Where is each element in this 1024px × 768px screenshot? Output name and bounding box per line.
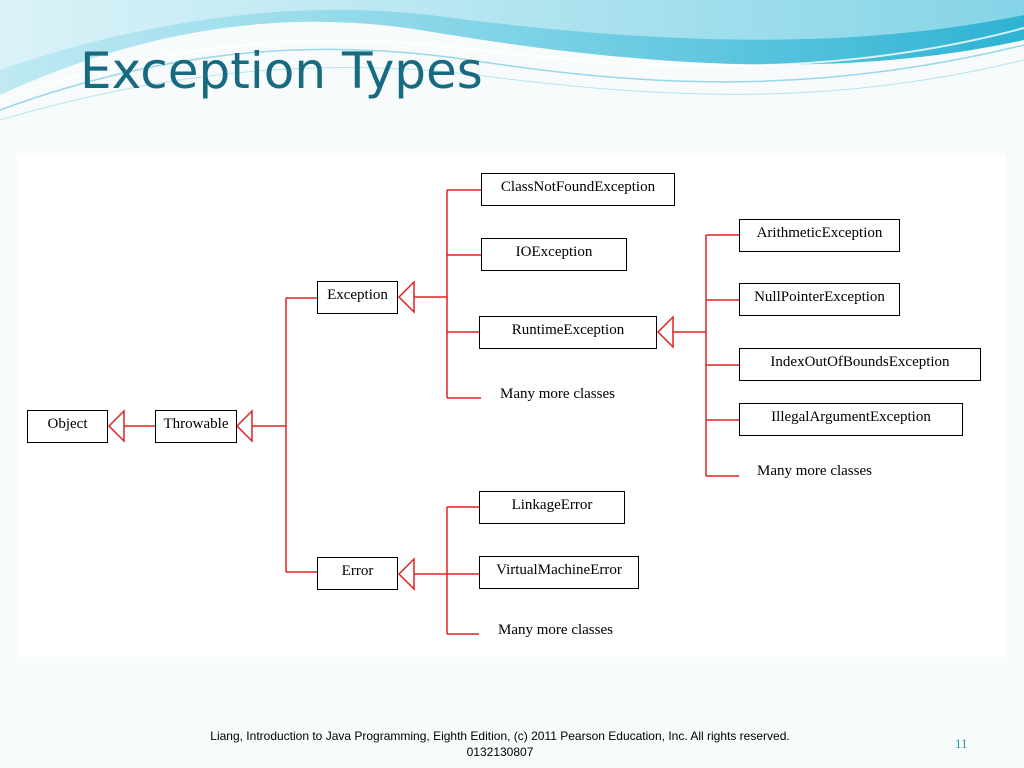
class-error: Error (317, 557, 398, 590)
class-runtimeexception: RuntimeException (479, 316, 657, 349)
slide-title: Exception Types (80, 42, 483, 100)
class-arithmeticexception: ArithmeticException (739, 219, 900, 252)
class-virtualmachineerror: VirtualMachineError (479, 556, 639, 589)
class-linkageerror: LinkageError (479, 491, 625, 524)
page-number: 11 (955, 736, 968, 751)
class-ioexception: IOException (481, 238, 627, 271)
error-more-classes: Many more classes (498, 622, 613, 638)
class-nullpointerexception: NullPointerException (739, 283, 900, 316)
exception-more-classes: Many more classes (500, 386, 615, 402)
runtime-more-classes: Many more classes (757, 463, 872, 479)
class-indexoutofboundsexception: IndexOutOfBoundsException (739, 348, 981, 381)
class-classnotfoundexception: ClassNotFoundException (481, 173, 675, 206)
class-illegalargumentexception: IllegalArgumentException (739, 403, 963, 436)
class-throwable: Throwable (155, 410, 237, 443)
class-exception: Exception (317, 281, 398, 314)
class-object: Object (27, 410, 108, 443)
slide-footer: Liang, Introduction to Java Programming,… (210, 729, 790, 759)
